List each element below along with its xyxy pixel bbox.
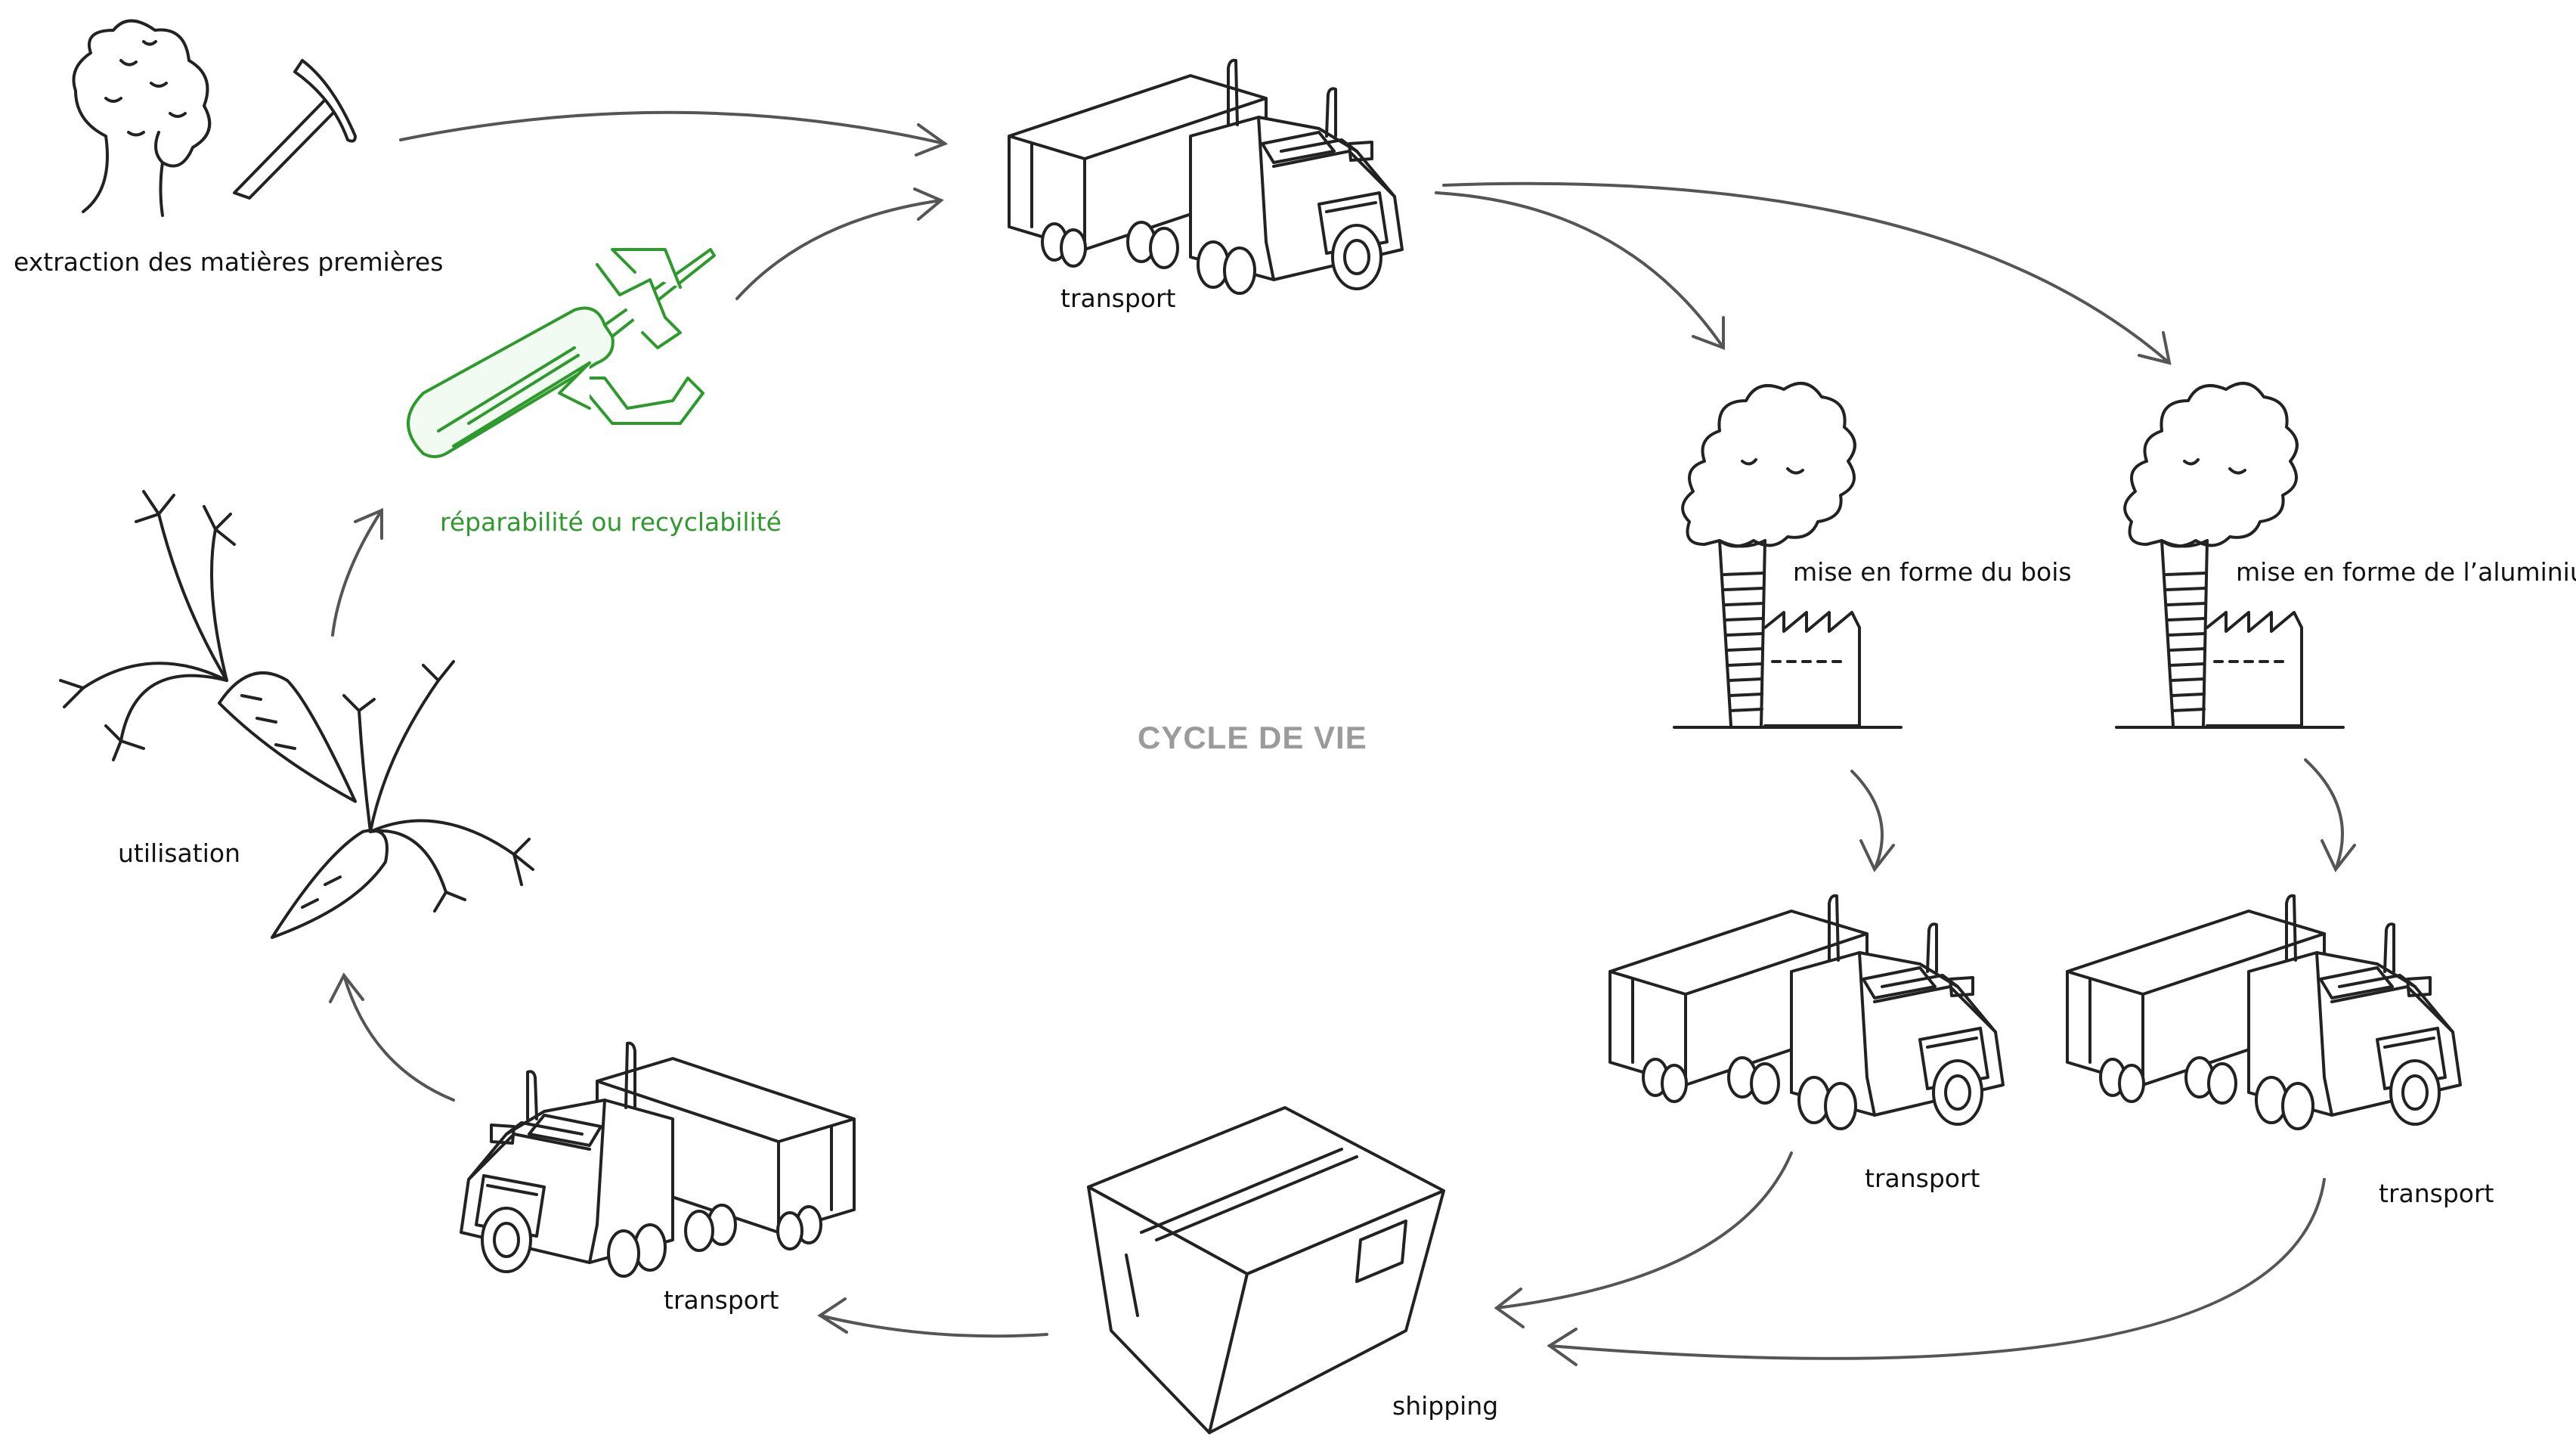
tree-and-pickaxe-icon: [74, 21, 356, 216]
truck-icon-top: [1008, 58, 1404, 295]
flow-arrows: [330, 113, 2355, 1365]
factory-icon-aluminium: [2115, 382, 2345, 729]
truck-icon-wood: [1608, 894, 2005, 1130]
transport-aluminium-label: transport: [2379, 1179, 2494, 1208]
shaping-wood-label: mise en forme du bois: [1793, 557, 2072, 587]
truck-icon-aluminium: [2066, 894, 2462, 1130]
usage-label: utilisation: [118, 838, 240, 868]
box-icon: [1088, 1108, 1444, 1433]
carrots-icon: [60, 491, 533, 937]
screwdriver-recycle-icon: [408, 249, 714, 457]
truck-icon-bottom: [460, 1041, 856, 1278]
repair-recycle-label: réparabilité ou recyclabilité: [440, 507, 782, 537]
transport-top-label: transport: [1060, 284, 1176, 313]
shaping-aluminium-label: mise en forme de l’aluminium: [2236, 557, 2576, 587]
factory-icon-wood: [1673, 382, 1903, 729]
cycle-title: CYCLE DE VIE: [1138, 720, 1367, 755]
transport-bottom-label: transport: [664, 1285, 779, 1315]
transport-wood-label: transport: [1865, 1164, 1980, 1193]
extraction-label: extraction des matières premières: [14, 247, 444, 277]
shipping-label: shipping: [1392, 1391, 1499, 1421]
